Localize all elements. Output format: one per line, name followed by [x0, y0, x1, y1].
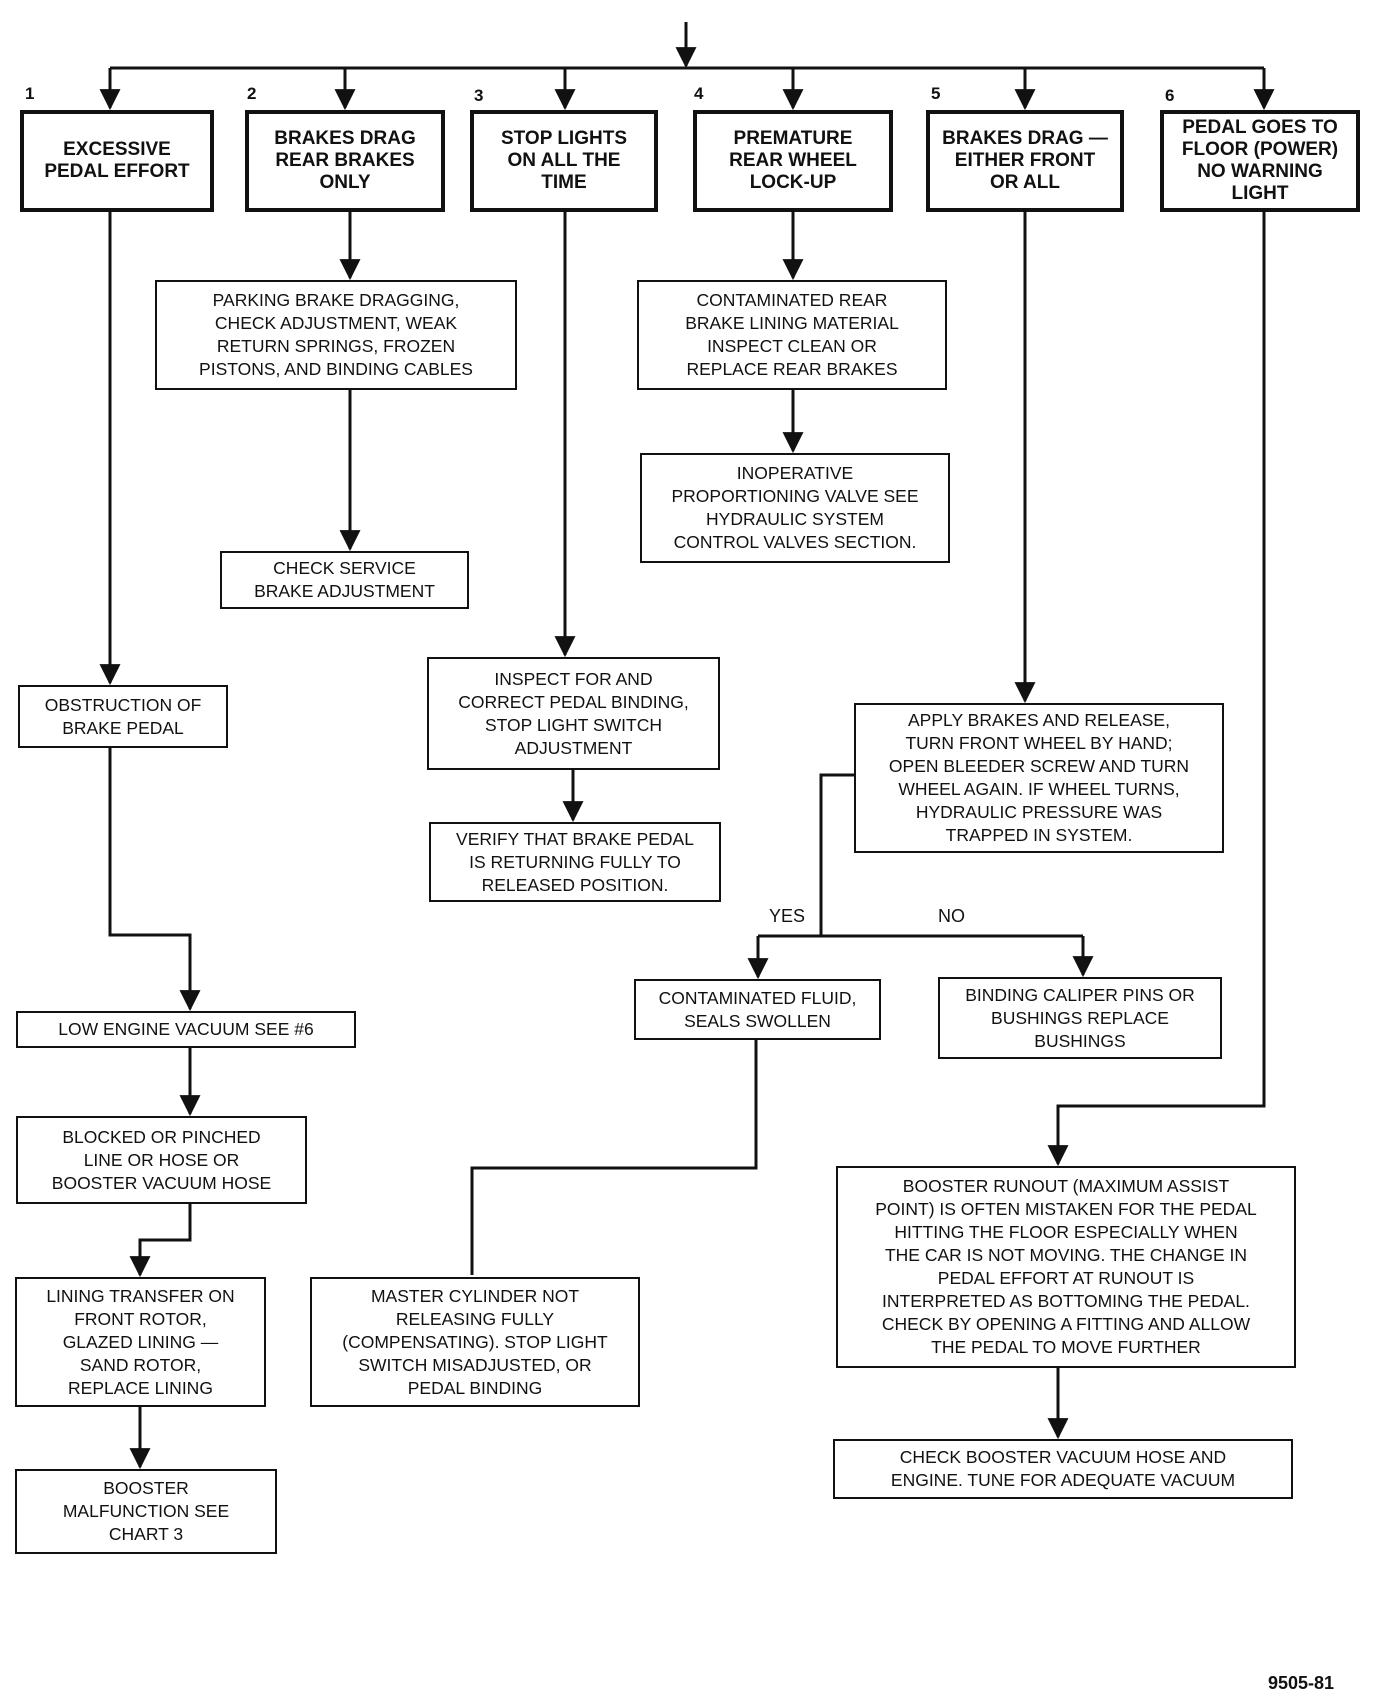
step-lining-transfer: LINING TRANSFER ON FRONT ROTOR, GLAZED L… — [15, 1277, 266, 1407]
step-verify-pedal-returning: VERIFY THAT BRAKE PEDAL IS RETURNING FUL… — [429, 822, 721, 902]
no-branch-label: NO — [938, 906, 965, 926]
symptom-box-brakes-drag-front: BRAKES DRAG — EITHER FRONT OR ALL — [926, 110, 1124, 212]
figure-id: 9505-81 — [1268, 1673, 1335, 1693]
step-text: INOPERATIVE PROPORTIONING VALVE SEE HYDR… — [671, 463, 919, 552]
step-low-engine-vacuum: LOW ENGINE VACUUM SEE #6 — [16, 1011, 356, 1048]
symptom-title: PREMATURE REAR WHEEL LOCK-UP — [729, 128, 857, 193]
step-text: CHECK SERVICE BRAKE ADJUSTMENT — [254, 558, 435, 601]
branch-number-6: 6 — [1165, 86, 1175, 105]
symptom-title: EXCESSIVE PEDAL EFFORT — [44, 139, 190, 182]
step-master-cylinder-not-releasing: MASTER CYLINDER NOT RELEASING FULLY (COM… — [310, 1277, 640, 1407]
step-text: CONTAMINATED FLUID, SEALS SWOLLEN — [658, 987, 857, 1031]
step-parking-brake-dragging: PARKING BRAKE DRAGGING, CHECK ADJUSTMENT… — [155, 280, 517, 390]
symptom-title: BRAKES DRAG REAR BRAKES ONLY — [274, 128, 416, 193]
step-blocked-pinched-line: BLOCKED OR PINCHED LINE OR HOSE OR BOOST… — [16, 1116, 307, 1204]
step-inspect-pedal-binding: INSPECT FOR AND CORRECT PEDAL BINDING, S… — [427, 657, 720, 770]
symptom-box-premature-rear-lockup: PREMATURE REAR WHEEL LOCK-UP — [693, 110, 893, 212]
step-check-service-brake: CHECK SERVICE BRAKE ADJUSTMENT — [220, 551, 469, 609]
branch-number-4: 4 — [694, 84, 704, 103]
step-binding-caliper-pins: BINDING CALIPER PINS OR BUSHINGS REPLACE… — [938, 977, 1222, 1059]
step-text: VERIFY THAT BRAKE PEDAL IS RETURNING FUL… — [456, 828, 694, 895]
step-booster-runout: BOOSTER RUNOUT (MAXIMUM ASSIST POINT) IS… — [836, 1166, 1296, 1368]
symptom-box-pedal-to-floor: PEDAL GOES TO FLOOR (POWER) NO WARNING L… — [1160, 110, 1360, 212]
step-check-booster-vacuum-hose: CHECK BOOSTER VACUUM HOSE AND ENGINE. TU… — [833, 1439, 1293, 1499]
step-contaminated-rear-lining: CONTAMINATED REAR BRAKE LINING MATERIAL … — [637, 280, 947, 390]
step-text: INSPECT FOR AND CORRECT PEDAL BINDING, S… — [458, 668, 689, 758]
step-apply-brakes-release: APPLY BRAKES AND RELEASE, TURN FRONT WHE… — [854, 703, 1224, 853]
branch-number-5: 5 — [931, 84, 941, 103]
step-text: LINING TRANSFER ON FRONT ROTOR, GLAZED L… — [46, 1285, 235, 1398]
symptom-box-stop-lights-on: STOP LIGHTS ON ALL THE TIME — [470, 110, 658, 212]
step-text: APPLY BRAKES AND RELEASE, TURN FRONT WHE… — [888, 710, 1190, 845]
step-text: MASTER CYLINDER NOT RELEASING FULLY (COM… — [342, 1285, 608, 1398]
step-text: BOOSTER RUNOUT (MAXIMUM ASSIST POINT) IS… — [875, 1176, 1257, 1357]
step-text: PARKING BRAKE DRAGGING, CHECK ADJUSTMENT… — [199, 290, 473, 379]
branch-number-2: 2 — [247, 84, 257, 103]
step-text: BLOCKED OR PINCHED LINE OR HOSE OR BOOST… — [51, 1126, 272, 1193]
step-obstruction-brake-pedal: OBSTRUCTION OF BRAKE PEDAL — [18, 685, 228, 748]
symptom-box-excessive-pedal-effort: EXCESSIVE PEDAL EFFORT — [20, 110, 214, 212]
step-text: OBSTRUCTION OF BRAKE PEDAL — [44, 694, 202, 738]
step-booster-malfunction: BOOSTER MALFUNCTION SEE CHART 3 — [15, 1469, 277, 1554]
symptom-title: BRAKES DRAG — EITHER FRONT OR ALL — [942, 128, 1108, 193]
branch-number-1: 1 — [25, 84, 35, 103]
step-text: BINDING CALIPER PINS OR BUSHINGS REPLACE… — [965, 984, 1195, 1051]
symptom-title: PEDAL GOES TO FLOOR (POWER) NO WARNING L… — [1181, 117, 1339, 204]
step-text: BOOSTER MALFUNCTION SEE CHART 3 — [62, 1478, 230, 1544]
branch-number-3: 3 — [474, 86, 484, 105]
yes-branch-label: YES — [769, 906, 806, 926]
symptom-box-brakes-drag-rear: BRAKES DRAG REAR BRAKES ONLY — [245, 110, 445, 212]
step-inoperative-proportioning-valve: INOPERATIVE PROPORTIONING VALVE SEE HYDR… — [640, 453, 950, 563]
step-text: CONTAMINATED REAR BRAKE LINING MATERIAL … — [685, 290, 899, 379]
step-text: CHECK BOOSTER VACUUM HOSE AND ENGINE. TU… — [890, 1447, 1236, 1490]
step-contaminated-fluid: CONTAMINATED FLUID, SEALS SWOLLEN — [634, 979, 881, 1040]
step-text: LOW ENGINE VACUUM SEE #6 — [58, 1019, 314, 1039]
symptom-title: STOP LIGHTS ON ALL THE TIME — [501, 128, 627, 193]
